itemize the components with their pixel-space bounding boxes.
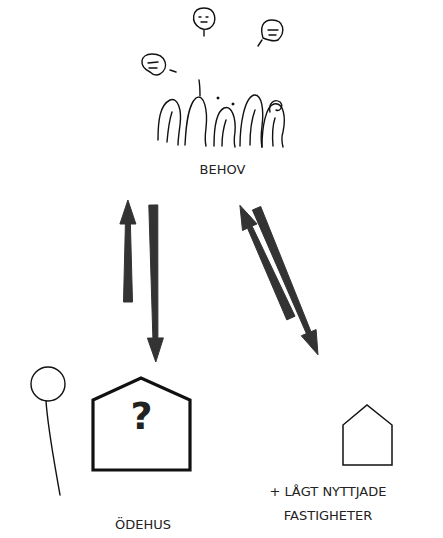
speech-bubble-lines [199, 17, 208, 22]
house-outline [93, 378, 190, 470]
speech-bubble-lines [268, 30, 278, 35]
flow-arrow [252, 207, 318, 355]
house-node: ?ÖDEHUS [88, 372, 198, 536]
person-sketch [250, 110, 255, 145]
question-mark: ? [93, 394, 190, 438]
node-label: ÖDEHUS [78, 515, 208, 535]
person-sketch [167, 112, 172, 142]
speech-bubble [194, 8, 215, 36]
person-sketch [262, 104, 284, 147]
house-node: + LÅGT NYTTJADE FASTIGHETER [240, 400, 415, 532]
node-label: + LÅGT NYTTJADE FASTIGHETER [248, 480, 408, 528]
person-sketch [199, 80, 200, 96]
flow-arrow [120, 200, 136, 302]
person-sketch [270, 101, 282, 112]
node-label: BEHOV [125, 160, 320, 180]
speech-bubble [142, 54, 176, 75]
tree-trunk [46, 401, 60, 495]
person-sketch [222, 120, 226, 146]
person-sketch [273, 118, 275, 146]
flow-arrow [147, 205, 163, 362]
sketch-dot [232, 103, 234, 105]
person-sketch [185, 97, 207, 146]
house-outline [343, 405, 392, 465]
tree-crown [31, 367, 65, 401]
needs-group: BEHOV [125, 0, 320, 188]
person-sketch [240, 95, 263, 147]
speech-bubble-lines [148, 62, 158, 68]
sketch-dot [217, 97, 219, 99]
person-sketch [214, 108, 235, 147]
person-sketch [158, 100, 181, 145]
speech-bubble [258, 20, 283, 46]
